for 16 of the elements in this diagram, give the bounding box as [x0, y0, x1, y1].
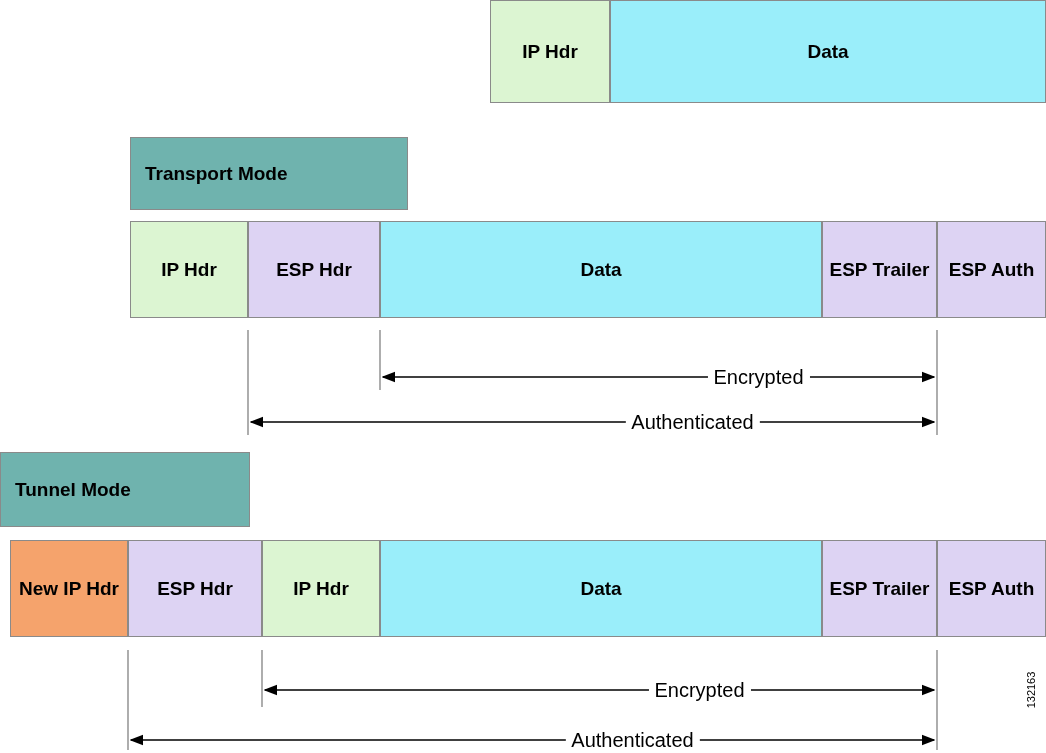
packet-field: ESP Auth	[937, 221, 1046, 318]
packet-field: New IP Hdr	[10, 540, 128, 637]
packet-field: IP Hdr	[262, 540, 380, 637]
packet-field: ESP Hdr	[128, 540, 262, 637]
mode-header: Tunnel Mode	[0, 452, 250, 527]
packet-field: IP Hdr	[490, 0, 610, 103]
packet-field: ESP Auth	[937, 540, 1046, 637]
packet-field: IP Hdr	[130, 221, 248, 318]
mode-header: Transport Mode	[130, 137, 408, 210]
packet-field: Data	[380, 221, 822, 318]
packet-field: ESP Trailer	[822, 540, 937, 637]
packet-field: Data	[380, 540, 822, 637]
packet-field: ESP Trailer	[822, 221, 937, 318]
packet-field: ESP Hdr	[248, 221, 380, 318]
packet-field: Data	[610, 0, 1046, 103]
figure-number: 132163	[1025, 671, 1037, 709]
